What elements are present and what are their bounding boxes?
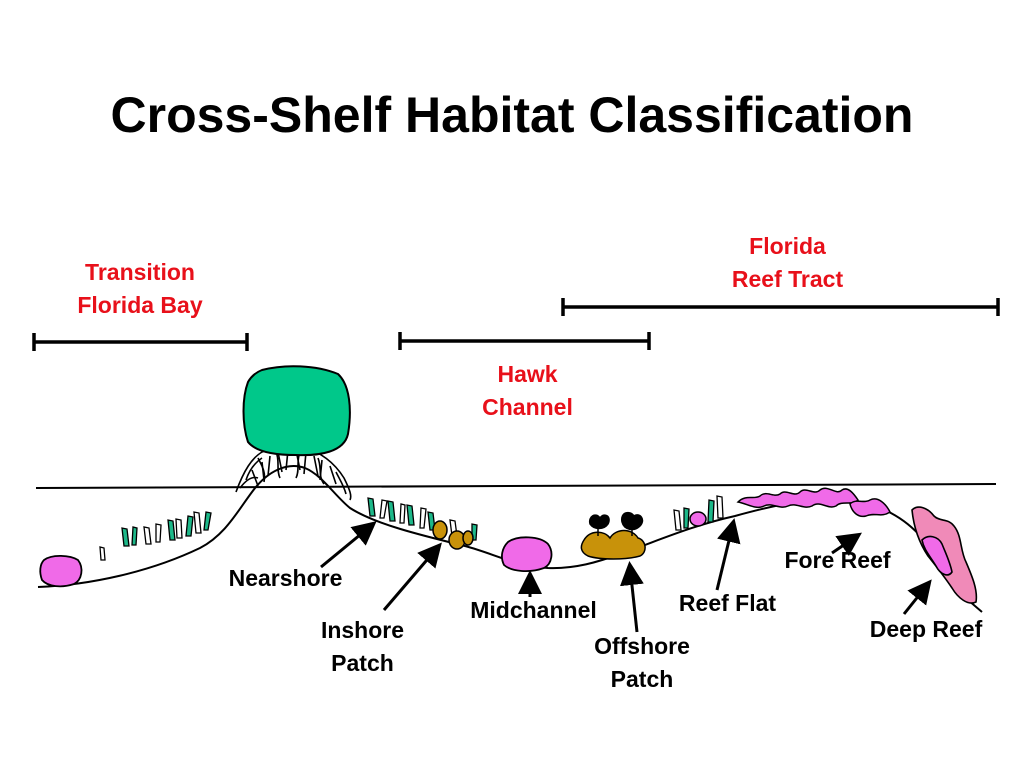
arrow-nearshore	[320, 521, 377, 569]
habitat-label-midchannel: Midchannel	[470, 597, 597, 623]
inshore-patch-reef	[432, 520, 474, 550]
page-title: Cross-Shelf Habitat Classification	[110, 87, 914, 143]
zone-label-florida-reef-tract: Florida Reef Tract	[731, 233, 844, 292]
deep-reef-coral-small	[921, 535, 953, 576]
arrow-reef-flat	[715, 518, 741, 591]
habitat-label-reef-flat: Reef Flat	[678, 590, 777, 616]
coral-head-reef-flat	[689, 511, 707, 527]
arrow-fore-reef	[831, 532, 862, 557]
zone-label-transition-florida-bay: Transition Florida Bay	[77, 259, 203, 318]
bracket-hawk-channel	[398, 332, 651, 350]
zone-label-hawk-channel: Hawk Channel	[482, 361, 573, 420]
sea-surface-line	[35, 483, 997, 489]
arrow-inshore-patch	[382, 542, 442, 611]
habitat-label-nearshore: Nearshore	[228, 565, 343, 591]
seagrass-transition	[99, 511, 212, 561]
habitat-label-offshore-patch: Offshore Patch	[594, 633, 690, 692]
habitat-label-inshore-patch: Inshore Patch	[320, 617, 405, 676]
reef-crest-coral	[736, 487, 859, 509]
offshore-patch-reef	[580, 511, 646, 560]
arrow-offshore-patch	[619, 561, 644, 633]
habitat-label-deep-reef: Deep Reef	[869, 616, 983, 642]
bracket-florida-reef-tract	[561, 298, 1000, 316]
callout-arrows	[320, 518, 932, 633]
fore-reef-coral	[849, 498, 891, 518]
island-canopy	[242, 365, 351, 457]
bracket-transition-florida-bay	[32, 333, 249, 351]
seagrass-reef-flat	[673, 495, 724, 531]
coral-head-transition	[39, 554, 83, 588]
habitat-label-fore-reef: Fore Reef	[784, 547, 891, 573]
arrow-deep-reef	[902, 579, 932, 615]
coral-head-midchannel	[501, 536, 553, 572]
